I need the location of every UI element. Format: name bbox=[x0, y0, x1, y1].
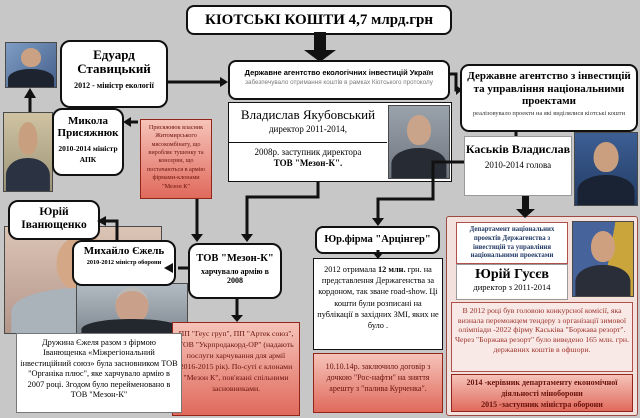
department-box: Департамент національних проектів Держаг… bbox=[456, 222, 568, 264]
husiev-box: Юрій Гусєв директор з 2011-2014 bbox=[456, 264, 568, 300]
person-name: Микола Присяжнюк bbox=[57, 115, 119, 140]
page-title: КІОТСЬКІ КОШТИ 4,7 млрд.грн bbox=[204, 12, 434, 28]
company-title: ТОВ "Мезон-К" bbox=[196, 253, 274, 264]
roadshow-note-box: 2012 отримала 12 млн. грн. на представле… bbox=[313, 258, 443, 350]
kaskiv-photo bbox=[574, 132, 638, 206]
natproj-agency-box: Державне агентство з інвестицій та управ… bbox=[460, 64, 638, 132]
note-line: 2015 -заступник міністра оборони bbox=[481, 399, 603, 409]
agency-subtitle: забезпечувало отримання коштів в рамках … bbox=[245, 79, 433, 87]
agency-title: Державне агентство екологічних інвестиці… bbox=[244, 68, 434, 77]
note-text-pre: 2012 отримала bbox=[324, 265, 378, 274]
person-role: директор 2011-2014, bbox=[268, 124, 348, 134]
ivaniushchenko-box: Юрій Іванющенко bbox=[8, 200, 100, 240]
yezhel-box: Михайло Єжель 2010-2012 міністр оборони bbox=[72, 240, 176, 286]
person-name: Юрій Гусєв bbox=[475, 267, 549, 282]
note-line: 2014 -керівник департаменту економічної … bbox=[466, 378, 618, 398]
note-text-post: грн. на представлення Держагенства за ко… bbox=[317, 265, 439, 330]
person-name: Владислав Якубовський bbox=[240, 107, 376, 122]
company-title: Юр.фірма "Арцінгер" bbox=[324, 234, 431, 245]
person-note-bold: ТОВ "Мезон-К". bbox=[273, 158, 343, 168]
note-text: ПП "Геус груп", ПП "Артек союз", ТОВ "Ук… bbox=[178, 329, 294, 393]
prysiazhniuk-box: Микола Присяжнюк 2010-2014 міністр АПК bbox=[52, 108, 124, 176]
clones-note: ПП "Геус груп", ПП "Артек союз", ТОВ "Ук… bbox=[172, 322, 300, 416]
company-subtitle: харчувало армію в 2008 bbox=[201, 266, 269, 286]
prysiazhniuk-meat-note: Присяжнюк власник Житомирського мясокомб… bbox=[140, 119, 212, 199]
prysiazhniuk-photo bbox=[3, 112, 53, 192]
note-text: 10.10.14р. заключило договір з дочкою "Р… bbox=[325, 362, 431, 393]
eco-agency-box: Державне агентство екологічних інвестиці… bbox=[228, 60, 450, 100]
person-role: 2010-2014 голова bbox=[484, 160, 552, 171]
artsinger-box: Юр.фірма "Арцінгер" bbox=[315, 226, 440, 254]
family-note-box: Дружина Єжеля разом з фірмою Іванющенка … bbox=[16, 333, 182, 413]
kaskiv-box: Каськів Владислав 2010-2014 голова bbox=[464, 136, 572, 196]
note-text: Присяжнюк власник Житомирського мясокомб… bbox=[146, 124, 206, 190]
title-box: КІОТСЬКІ КОШТИ 4,7 млрд.грн bbox=[186, 5, 452, 35]
husiev-photo bbox=[572, 221, 634, 297]
career-note: 2014 -керівник департаменту економічної … bbox=[451, 374, 633, 412]
person-name: Михайло Єжель bbox=[83, 245, 165, 257]
tender-note: В 2012 році був головою конкурсної коміс… bbox=[451, 302, 633, 372]
department-title: Департамент національних проектів Держаг… bbox=[469, 226, 555, 260]
agency-subtitle: реалізовувало проекти на які виділялися … bbox=[472, 109, 626, 117]
note-text: Дружина Єжеля разом з фірмою Іванющенка … bbox=[20, 338, 178, 400]
person-role: директор з 2011-2014 bbox=[473, 282, 551, 293]
person-role: 2010-2014 міністр АПК bbox=[58, 144, 118, 165]
yakubovskyi-photo bbox=[388, 105, 450, 179]
person-role: 2010-2012 міністр оборони bbox=[86, 259, 162, 267]
person-note: 2008р. заступник директора bbox=[254, 147, 362, 157]
person-role: 2012 - міністр екології bbox=[74, 80, 154, 90]
rosneft-note: 10.10.14р. заключило договір з дочкою "Р… bbox=[313, 353, 443, 413]
person-name: Едуард Ставицький bbox=[77, 47, 151, 77]
agency-title: Державне агентство з інвестицій та управ… bbox=[467, 70, 631, 108]
stavytskyi-photo bbox=[5, 42, 57, 88]
note-text-bold: 12 млн. bbox=[377, 265, 406, 274]
person-name: Юрій Іванющенко bbox=[21, 206, 87, 231]
note-text: В 2012 році був головою конкурсної коміс… bbox=[454, 306, 630, 354]
mezon-box: ТОВ "Мезон-К" харчувало армію в 2008 bbox=[188, 243, 282, 299]
person-name: Каськів Владислав bbox=[465, 142, 571, 156]
stavytskyi-box: Едуард Ставицький 2012 - міністр екологі… bbox=[60, 40, 168, 108]
